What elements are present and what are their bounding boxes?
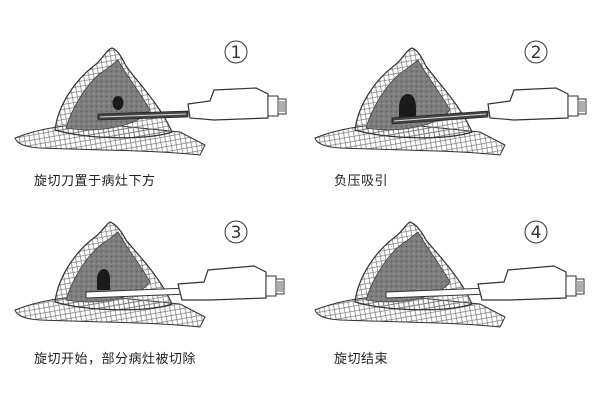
step-3-illustration: 3 — [0, 200, 300, 400]
device-handle — [488, 88, 586, 120]
step-number: 2 — [531, 43, 542, 63]
step-1-panel: 1 旋切刀置于病灶下方 — [0, 0, 300, 200]
lesion-partial — [97, 269, 110, 290]
step-number: 4 — [531, 223, 542, 243]
step-number-badge: 4 — [525, 221, 547, 243]
step-number: 3 — [231, 223, 242, 243]
device-handle — [178, 266, 284, 300]
device-handle — [478, 266, 584, 300]
step-4-caption: 旋切结束 — [334, 348, 388, 367]
step-2-caption: 负压吸引 — [334, 170, 388, 189]
step-number-badge: 1 — [225, 41, 247, 63]
step-4-illustration: 4 — [300, 200, 600, 400]
breast-tissue — [55, 48, 172, 138]
step-number: 1 — [231, 43, 242, 63]
lesion — [113, 96, 124, 110]
step-3-panel: 3 旋切开始，部分病灶被切除 — [0, 200, 300, 400]
breast-tissue — [355, 48, 472, 138]
step-number-badge: 2 — [525, 41, 547, 63]
step-1-caption: 旋切刀置于病灶下方 — [34, 170, 156, 189]
step-4-panel: 4 旋切结束 — [300, 200, 600, 400]
device-handle — [188, 88, 286, 120]
step-3-caption: 旋切开始，部分病灶被切除 — [34, 348, 196, 367]
step-2-panel: 2 负压吸引 — [300, 0, 600, 200]
step-number-badge: 3 — [225, 221, 247, 243]
